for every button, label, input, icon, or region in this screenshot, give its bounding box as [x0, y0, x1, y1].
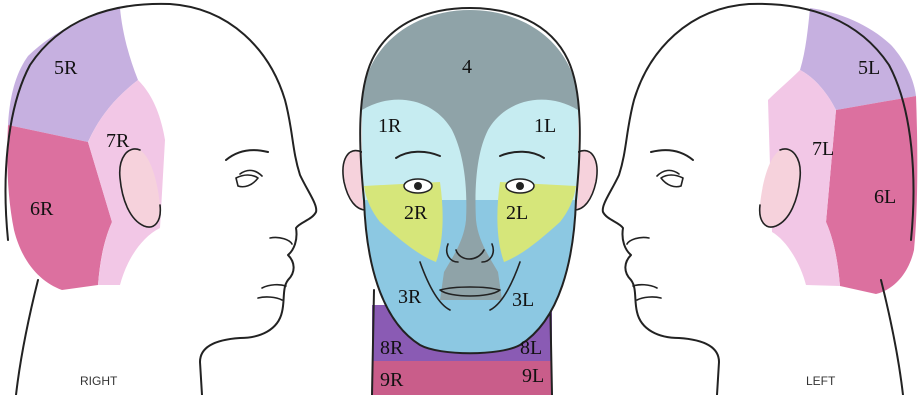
left-nose-wing — [627, 237, 649, 244]
label-7l: 7L — [812, 138, 834, 160]
right-neck-back — [16, 280, 38, 395]
label-6r: 6R — [30, 198, 54, 220]
label-2l: 2L — [506, 202, 528, 224]
left-mouth — [633, 285, 657, 288]
left-neck-back — [881, 280, 903, 395]
right-nose-wing — [270, 237, 292, 244]
label-2r: 2R — [404, 202, 428, 224]
front-view: 4 1R 1L 2R 2L 3R 3L 8R 8L 9R 9L — [343, 8, 597, 395]
label-1r: 1R — [378, 115, 402, 137]
right-eyebrow — [226, 150, 268, 160]
right-view-caption: RIGHT — [80, 374, 118, 388]
zone-6l — [826, 96, 917, 294]
front-pupil-right — [414, 182, 422, 190]
label-8r: 8R — [380, 337, 404, 359]
left-eyebrow — [651, 150, 693, 160]
label-9l: 9L — [522, 365, 544, 387]
right-profile-view: 5R 6R 7R RIGHT — [6, 4, 317, 395]
left-profile-view: 5L 6L 7L LEFT — [603, 4, 918, 395]
right-mouth — [262, 285, 286, 288]
label-3r: 3R — [398, 286, 422, 308]
label-7r: 7R — [106, 130, 130, 152]
label-5r: 5R — [54, 57, 78, 79]
right-eye — [236, 175, 258, 187]
label-3l: 3L — [512, 289, 534, 311]
label-6l: 6L — [874, 186, 896, 208]
left-eye — [661, 175, 683, 187]
front-pupil-left — [516, 182, 524, 190]
label-5l: 5L — [858, 57, 880, 79]
label-8l: 8L — [520, 337, 542, 359]
label-4: 4 — [462, 56, 472, 78]
right-lip — [258, 297, 282, 300]
left-lip — [637, 297, 661, 300]
label-1l: 1L — [534, 115, 556, 137]
label-9r: 9R — [380, 369, 404, 391]
left-view-caption: LEFT — [806, 374, 836, 388]
